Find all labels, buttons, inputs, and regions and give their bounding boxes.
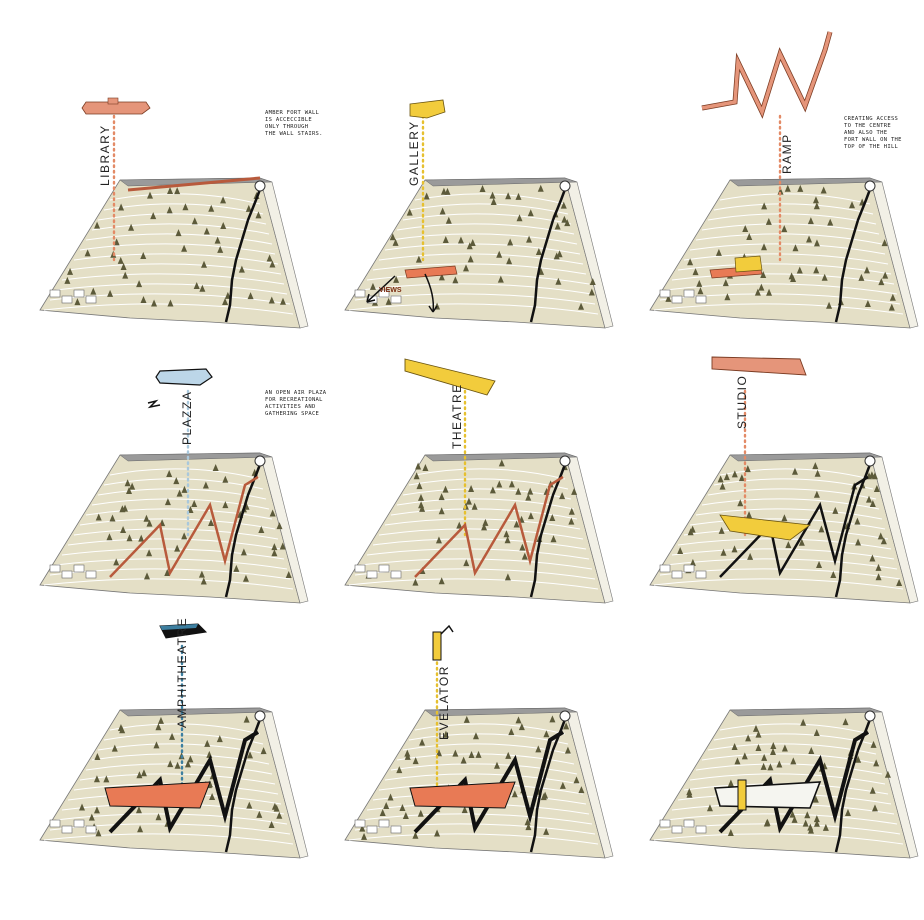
ramp-zigzag: [701, 31, 833, 119]
panel-label: AMPHITHEATRE: [175, 616, 189, 728]
hill-model: [344, 389, 614, 604]
hill-model: [39, 644, 309, 859]
panel-final: [620, 620, 920, 920]
hill-model: [39, 114, 309, 329]
panel-label: THEATRE: [450, 383, 464, 449]
library-block: [81, 97, 151, 115]
panel-label: STUDIO: [735, 374, 749, 429]
theatre-block: [404, 358, 496, 396]
panel-evelator: EVELATOR: [315, 620, 615, 920]
hill-model: [344, 114, 614, 329]
hill-model: [649, 389, 919, 604]
views-tag: VIEWS: [379, 287, 402, 294]
evelator-block: [432, 624, 454, 661]
amphitheatre-block: [159, 623, 208, 639]
studio-block: [711, 356, 807, 376]
plaza-block: [147, 368, 213, 409]
hill-model: [39, 389, 309, 604]
panel-label: EVELATOR: [437, 665, 451, 740]
panel-label: LIBRARY: [98, 124, 112, 186]
panel-amphitheatre: AMPHITHEATRE: [10, 616, 310, 920]
hill-model: [649, 707, 919, 859]
panel-studio: STUDIO: [620, 356, 920, 665]
panel-theatre: THEATRE: [315, 358, 615, 665]
views-arrows: VIEWS: [366, 273, 438, 313]
panel-label: RAMP: [780, 133, 794, 174]
hill-model: [649, 114, 919, 329]
gallery-block: [409, 99, 446, 119]
hill-model: [344, 644, 614, 859]
panel-gallery: GALLERY VIEWS: [315, 90, 615, 390]
panel-label: PLAZZA: [180, 390, 194, 445]
